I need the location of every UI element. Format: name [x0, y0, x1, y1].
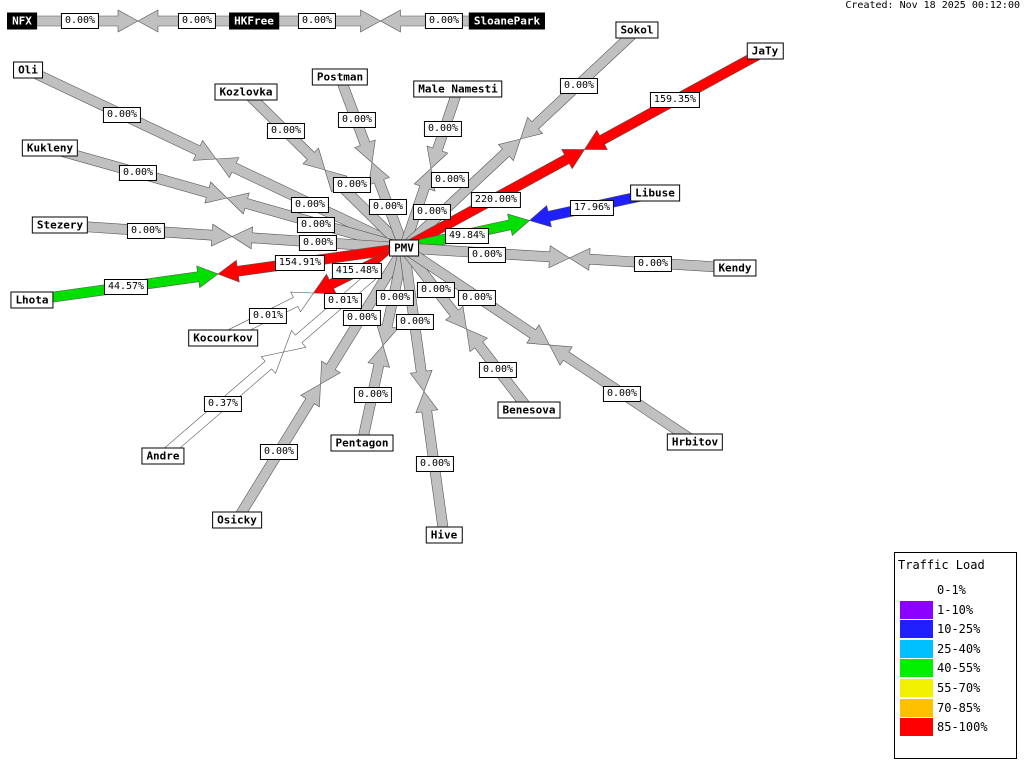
legend-item: 0-1% — [900, 581, 1020, 600]
link-load-label: 0.00% — [332, 177, 372, 193]
node-nfx[interactable]: NFX — [7, 12, 37, 30]
link-load-label: 154.91% — [274, 255, 326, 271]
node-osicky[interactable]: Osicky — [212, 511, 262, 529]
link-load-label: 0.00% — [118, 165, 158, 181]
legend-item: 85-100% — [900, 718, 1020, 737]
link-load-label: 0.00% — [259, 444, 299, 460]
link-load-label: 0.01% — [248, 308, 288, 324]
link-load-label: 0.00% — [296, 217, 336, 233]
node-hrbitov[interactable]: Hrbitov — [666, 433, 724, 451]
link-arrow-pmv-sokol-out[interactable] — [400, 138, 521, 253]
node-sloanepark[interactable]: SloanePark — [468, 12, 546, 30]
link-load-label: 49.84% — [444, 228, 490, 244]
node-jaty[interactable]: JaTy — [746, 42, 784, 60]
link-load-label: 0.00% — [298, 235, 338, 251]
link-load-label: 0.00% — [60, 13, 100, 29]
created-timestamp: Created: Nov 18 2025 00:12:00 — [845, 0, 1020, 11]
legend-item: 70-85% — [900, 698, 1020, 718]
legend-swatch — [900, 698, 933, 717]
legend-item: 10-25% — [900, 620, 1020, 639]
link-load-label: 0.01% — [323, 293, 363, 309]
link-load-label: 44.57% — [103, 279, 149, 295]
legend-label: 70-85% — [937, 700, 981, 715]
node-lhota[interactable]: Lhota — [10, 291, 54, 309]
legend-label: 85-100% — [937, 720, 988, 735]
node-andre[interactable]: Andre — [141, 447, 185, 465]
link-load-label: 0.00% — [102, 107, 142, 123]
node-kendy[interactable]: Kendy — [713, 259, 757, 277]
link-load-label: 0.00% — [424, 13, 464, 29]
link-load-label: 0.00% — [602, 386, 642, 402]
node-postman[interactable]: Postman — [311, 68, 369, 86]
legend-label: 1-10% — [937, 602, 974, 617]
link-load-label: 0.00% — [478, 362, 518, 378]
node-oli[interactable]: Oli — [13, 61, 43, 79]
node-hive[interactable]: Hive — [425, 526, 463, 544]
node-hkfree[interactable]: HKFree — [229, 12, 279, 30]
legend-swatch — [900, 639, 933, 658]
link-load-label: 0.37% — [203, 396, 243, 412]
link-load-label: 220.00% — [470, 192, 522, 208]
link-load-label: 0.00% — [297, 13, 337, 29]
link-load-label: 0.00% — [423, 121, 463, 137]
link-load-label: 0.00% — [467, 247, 507, 263]
node-malenamesti[interactable]: Male Namesti — [413, 80, 503, 98]
legend-item: 40-55% — [900, 659, 1020, 678]
legend-item: 55-70% — [900, 679, 1020, 698]
legend-swatch — [900, 659, 933, 678]
link-load-label: 0.00% — [368, 199, 408, 215]
node-libuse[interactable]: Libuse — [630, 184, 680, 202]
link-load-label: 0.00% — [395, 314, 435, 330]
link-load-label: 0.00% — [412, 204, 452, 220]
node-stezery[interactable]: Stezery — [31, 216, 89, 234]
legend-swatch — [900, 581, 933, 599]
link-load-label: 0.00% — [375, 290, 415, 306]
link-load-label: 415.48% — [331, 263, 383, 279]
link-load-label: 0.00% — [290, 197, 330, 213]
link-load-label: 0.00% — [177, 13, 217, 29]
link-load-label: 0.00% — [416, 282, 456, 298]
node-benesova[interactable]: Benesova — [497, 401, 561, 419]
node-kozlovka[interactable]: Kozlovka — [214, 83, 278, 101]
link-load-label: 0.00% — [430, 172, 470, 188]
legend-label: 55-70% — [937, 681, 981, 695]
legend-swatch — [900, 679, 933, 697]
legend-item: 25-40% — [900, 639, 1020, 659]
link-load-label: 159.35% — [649, 92, 701, 108]
legend-label: 10-25% — [937, 622, 981, 637]
link-load-label: 0.00% — [353, 387, 393, 403]
traffic-load-legend: Traffic Load 0-1% 1-10% 10-25% 25-40% 40-55%… — [894, 552, 1017, 759]
link-load-label: 0.00% — [266, 123, 306, 139]
legend-swatch — [900, 718, 933, 737]
node-pmv[interactable]: PMV — [389, 239, 419, 257]
link-load-label: 0.00% — [457, 290, 497, 306]
link-load-label: 0.00% — [337, 112, 377, 128]
link-load-label: 17.96% — [569, 200, 615, 216]
link-load-label: 0.00% — [415, 456, 455, 472]
legend-item: 1-10% — [900, 600, 1020, 620]
legend-label: 0-1% — [937, 583, 966, 597]
legend-swatch — [900, 600, 933, 619]
legend-label: 40-55% — [937, 661, 981, 676]
legend-title: Traffic Load — [898, 558, 985, 572]
link-load-label: 0.00% — [342, 310, 382, 326]
node-kocourkov[interactable]: Kocourkov — [188, 329, 258, 347]
legend-swatch — [900, 620, 933, 639]
node-kukleny[interactable]: Kukleny — [21, 139, 79, 157]
legend-label: 25-40% — [937, 641, 981, 656]
node-pentagon[interactable]: Pentagon — [330, 434, 394, 452]
node-sokol[interactable]: Sokol — [615, 21, 659, 39]
link-load-label: 0.00% — [559, 78, 599, 94]
link-load-label: 0.00% — [126, 223, 166, 239]
link-load-label: 0.00% — [633, 256, 673, 272]
